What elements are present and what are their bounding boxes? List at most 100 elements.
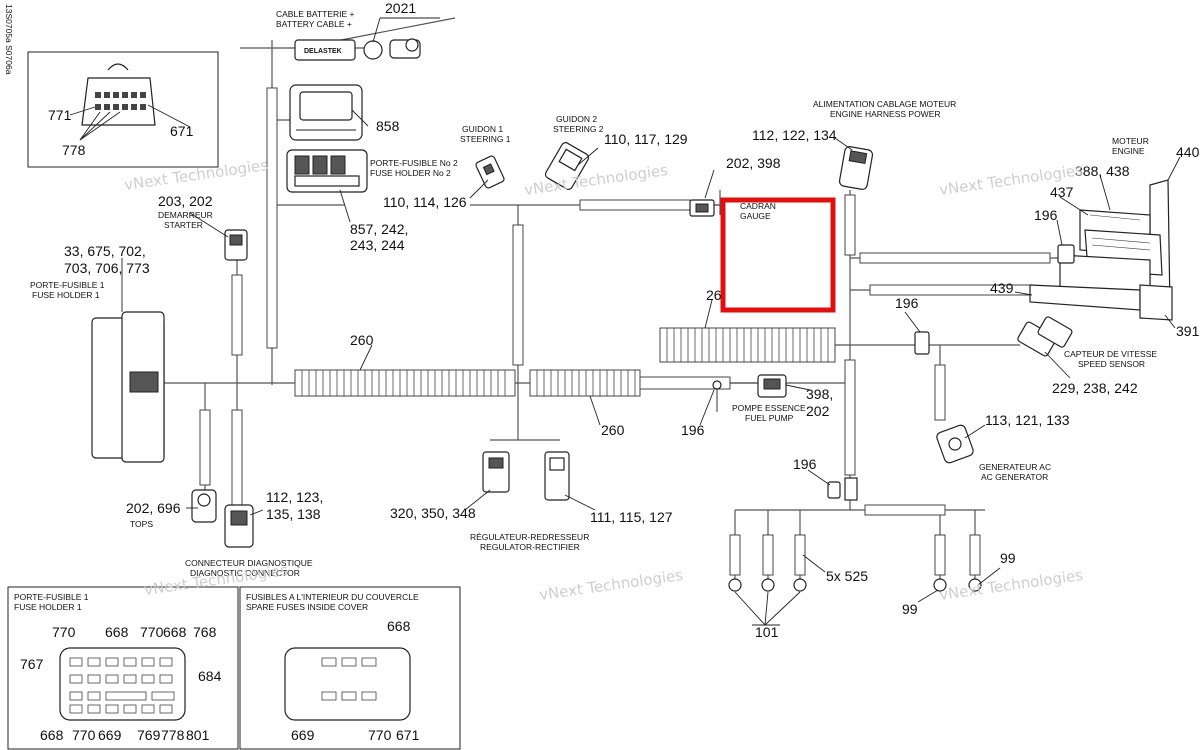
inset-bottom-fuse-holder <box>7 586 239 750</box>
callout-857-a: 857, 242, <box>350 221 408 237</box>
callout-671: 671 <box>170 123 194 139</box>
callout-196-engine: 196 <box>1034 207 1058 223</box>
battery-cable: DELASTEK <box>294 17 456 61</box>
inset-callouts: 770 668 770 668 768 767 684 668 770 669 … <box>20 618 420 743</box>
junction-196-lower <box>827 477 858 501</box>
gauge-caption-fr: CADRAN <box>740 201 776 211</box>
fuse-holder-2-caption-fr: PORTE-FUSIBLE No 2 <box>370 158 458 168</box>
callout-771: 771 <box>48 107 72 123</box>
gauge-highlight-box <box>720 197 836 313</box>
inset-top-left <box>27 51 219 168</box>
callout-135-138: 135, 138 <box>266 506 321 522</box>
relay-858 <box>289 84 363 141</box>
engine-harness-caption-en: ENGINE HARNESS POWER <box>830 109 941 119</box>
inset-668-b: 668 <box>163 624 187 640</box>
ac-generator-caption-fr: GENERATEUR AC <box>979 462 1051 472</box>
spare-668: 668 <box>387 618 411 634</box>
callout-101: 101 <box>755 624 779 640</box>
inset-684: 684 <box>198 668 222 684</box>
fuel-pump-caption-fr: POMPE ESSENCE <box>732 403 806 413</box>
callout-99-top: 99 <box>1000 550 1016 566</box>
inset-770-a: 770 <box>52 624 76 640</box>
inset-bottom-spare-fuses <box>239 586 461 750</box>
engine-connector-cluster <box>1029 179 1173 321</box>
engine-harness-power-connector <box>838 146 874 190</box>
starter-caption-en: STARTER <box>164 220 203 230</box>
callout-320-350-348: 320, 350, 348 <box>390 505 476 521</box>
callout-110-117-129: 110, 117, 129 <box>604 131 688 147</box>
callout-260-top: 260 <box>350 332 374 348</box>
callout-2021: 2021 <box>385 0 416 16</box>
captions: CABLE BATTERIE + BATTERY CABLE + PORTE-F… <box>14 9 1157 612</box>
callout-110-114-126: 110, 114, 126 <box>383 194 467 210</box>
inset-767: 767 <box>20 656 44 672</box>
callout-leaders <box>121 17 1181 626</box>
callout-260-bottom: 260 <box>601 422 625 438</box>
callout-440: 440 <box>1176 144 1200 160</box>
diagnostic-caption-en: DIAGNOSTIC CONNECTOR <box>190 568 300 578</box>
callout-388-438: 388, 438 <box>1075 163 1130 179</box>
engine-caption-fr: MOTEUR <box>1112 136 1149 146</box>
spare-fuses-caption-en: SPARE FUSES INSIDE COVER <box>246 602 368 612</box>
fuse-holder-1 <box>91 311 165 463</box>
spare-671: 671 <box>396 727 420 743</box>
ground-terminals <box>728 578 982 626</box>
callout-111-115-127: 111, 115, 127 <box>590 509 673 525</box>
drawing-reference: 13S0705a S0706a <box>4 4 14 75</box>
fuse-holder-2 <box>286 149 368 193</box>
inset-770-b: 770 <box>140 624 164 640</box>
inset-769: 769 <box>137 727 161 743</box>
battery-cable-caption-fr: CABLE BATTERIE + <box>276 9 355 19</box>
callout-112-122-134: 112, 122, 134 <box>752 127 837 143</box>
fuse-holder-1-caption-fr: PORTE-FUSIBLE 1 <box>30 280 105 290</box>
gauge-caption-en: GAUGE <box>740 211 771 221</box>
callout-202-398: 202, 398 <box>726 155 781 171</box>
callout-113-121-133: 113, 121, 133 <box>985 412 1070 428</box>
diagnostic-connector <box>224 504 254 548</box>
callout-196-lower: 196 <box>793 456 817 472</box>
steering-1-connector <box>475 155 505 189</box>
delastek-label: DELASTEK <box>304 48 342 55</box>
callout-112-123: 112, 123, <box>266 489 323 505</box>
callout-33-a: 33, 675, 702, <box>64 243 146 259</box>
inset-668-c: 668 <box>40 727 64 743</box>
callout-numbers: 2021 858 857, 242, 243, 244 771 671 778 … <box>48 0 1200 640</box>
inset-669: 669 <box>98 727 122 743</box>
callout-229-238-242: 229, 238, 242 <box>1052 380 1138 396</box>
steering-2-caption-en: STEERING 2 <box>553 124 604 134</box>
spare-fuses-caption-fr: FUSIBLES A L'INTERIEUR DU COUVERCLE <box>246 592 419 602</box>
spare-770: 770 <box>368 727 392 743</box>
speed-sensor <box>1017 316 1073 357</box>
corrugated-conduits <box>294 327 836 397</box>
watermark: vNext Technologies <box>938 566 1084 604</box>
callout-857-b: 243, 244 <box>350 237 405 253</box>
inset-778: 778 <box>161 727 185 743</box>
inset-770-c: 770 <box>72 727 96 743</box>
inset-668-a: 668 <box>105 624 129 640</box>
starter-connector <box>224 229 248 261</box>
fuse-holder-1-caption-en: FUSE HOLDER 1 <box>32 290 100 300</box>
engine-harness-caption-fr: ALIMENTATION CABLAGE MOTEUR <box>813 99 956 109</box>
callout-202-696: 202, 696 <box>126 500 181 516</box>
tops-connector <box>191 489 217 523</box>
inset-fuse-holder-caption-en: FUSE HOLDER 1 <box>14 602 82 612</box>
callout-33-b: 703, 706, 773 <box>64 260 150 276</box>
regulator-connectors <box>482 451 570 501</box>
fuse-holder-2-caption-en: FUSE HOLDER No 2 <box>370 168 451 178</box>
inset-801: 801 <box>186 727 210 743</box>
callout-778: 778 <box>62 142 86 158</box>
callout-391: 391 <box>1176 323 1200 339</box>
inset-fuse-holder-caption-fr: PORTE-FUSIBLE 1 <box>14 592 89 602</box>
tops-caption: TOPS <box>130 519 153 529</box>
callout-99-bottom: 99 <box>902 601 918 617</box>
steering-1-caption-fr: GUIDON 1 <box>462 124 503 134</box>
callout-26: 26 <box>706 287 722 303</box>
diagnostic-caption-fr: CONNECTEUR DIAGNOSTIQUE <box>185 558 313 568</box>
fuel-pump-caption-en: FUEL PUMP <box>745 413 794 423</box>
watermark: vNext Technologies <box>538 566 684 604</box>
regulator-caption-fr: RÉGULATEUR-REDRESSEUR <box>470 532 589 542</box>
fuel-pump-connector <box>712 374 787 398</box>
starter-caption-fr: DEMARREUR <box>158 210 213 220</box>
callout-202: 202 <box>806 403 830 419</box>
